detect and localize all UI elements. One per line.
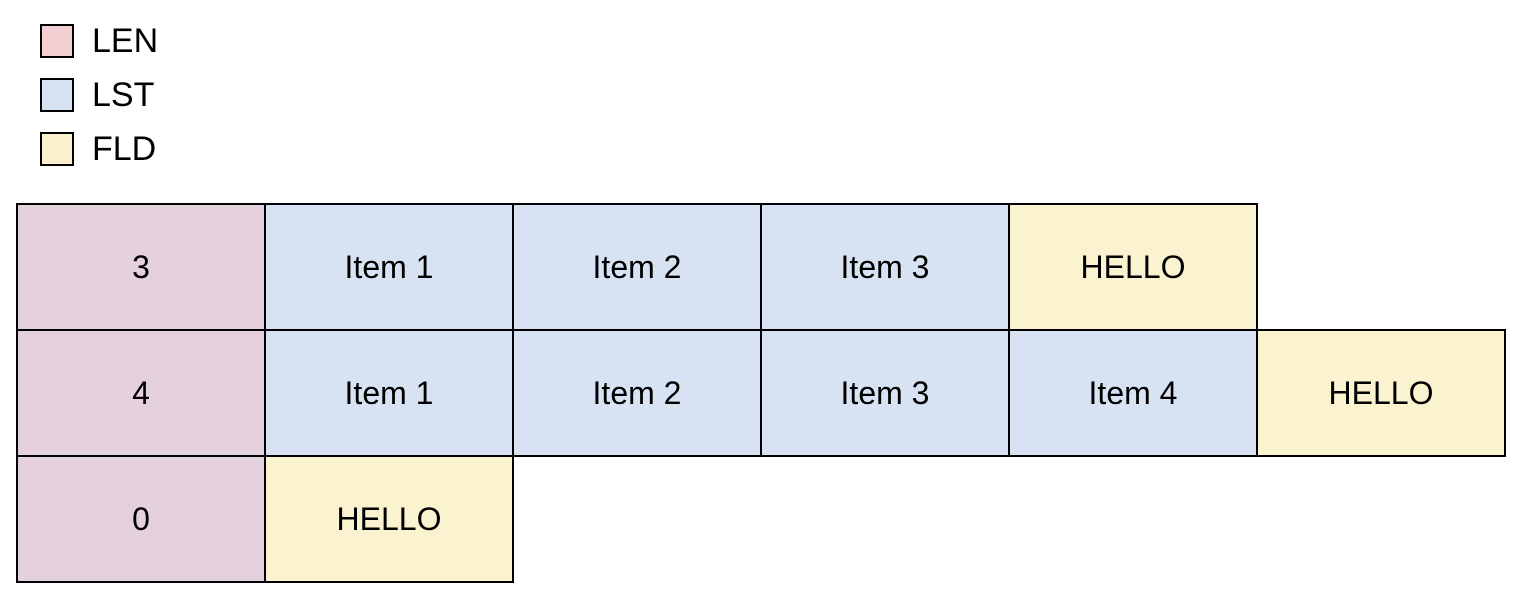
lst-cell: Item 2 [512, 203, 762, 331]
legend-item-len: LEN [40, 24, 158, 58]
table-row: 4 Item 1 Item 2 Item 3 Item 4 HELLO [16, 329, 1506, 457]
len-color-swatch [40, 24, 74, 58]
lst-cell: Item 3 [760, 203, 1010, 331]
fld-cell: HELLO [1256, 329, 1506, 457]
legend-item-lst: LST [40, 78, 158, 112]
len-cell: 4 [16, 329, 266, 457]
fld-color-swatch [40, 132, 74, 166]
lst-cell: Item 3 [760, 329, 1010, 457]
len-cell: 3 [16, 203, 266, 331]
lst-cell: Item 1 [264, 329, 514, 457]
legend-label-lst: LST [92, 76, 155, 114]
table-row: 0 HELLO [16, 455, 1506, 583]
len-cell: 0 [16, 455, 266, 583]
lst-cell: Item 2 [512, 329, 762, 457]
fld-cell: HELLO [1008, 203, 1258, 331]
legend-item-fld: FLD [40, 132, 158, 166]
legend-label-len: LEN [92, 22, 159, 60]
table-row: 3 Item 1 Item 2 Item 3 HELLO [16, 203, 1506, 331]
legend: LEN LST FLD [40, 24, 158, 186]
lst-cell: Item 1 [264, 203, 514, 331]
lst-cell: Item 4 [1008, 329, 1258, 457]
legend-label-fld: FLD [92, 130, 157, 168]
byte-layout-table: 3 Item 1 Item 2 Item 3 HELLO 4 Item 1 It… [16, 203, 1506, 583]
fld-cell: HELLO [264, 455, 514, 583]
lst-color-swatch [40, 78, 74, 112]
